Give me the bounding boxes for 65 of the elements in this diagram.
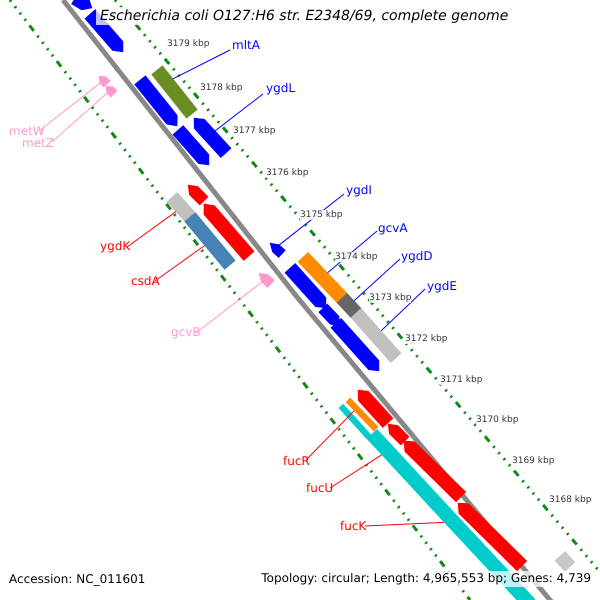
scale-tick-label: 3176 kbp — [266, 168, 308, 178]
gene-block — [106, 86, 118, 98]
gene-block — [166, 192, 196, 222]
gene-block — [134, 75, 178, 126]
scale-tick-label: 3178 kbp — [200, 83, 242, 94]
gene-label: fucR — [283, 455, 310, 469]
scale-tick-label: 3170 kbp — [476, 415, 518, 426]
gene-block — [71, 0, 92, 10]
gene-label: gcvA — [378, 222, 408, 236]
leader-line — [380, 288, 426, 332]
gene-block — [330, 318, 380, 372]
gene-block — [338, 404, 372, 440]
gene-block — [194, 118, 232, 158]
gene-block — [284, 263, 326, 308]
leader-line — [38, 82, 100, 132]
leader-line — [364, 522, 445, 526]
gene-block — [388, 424, 410, 446]
scale-tick-label: 3179 kbp — [167, 39, 210, 50]
gene-block — [151, 65, 198, 119]
gene-block — [184, 212, 236, 270]
gene-label: ygdL — [266, 82, 296, 96]
leader-line — [196, 282, 262, 334]
genome-summary: Topology: circular; Length: 4,965,553 bp; Genes: 4,739 — [259, 571, 593, 587]
leader-line — [306, 410, 355, 460]
gene-block — [188, 184, 208, 206]
leader-line — [126, 211, 176, 248]
leader-line — [154, 245, 206, 282]
leader-line — [330, 454, 382, 488]
scale-tick-label: 3175 kbp — [300, 210, 342, 220]
gene-label: csdA — [131, 275, 160, 289]
gene-block — [366, 428, 452, 520]
gene-block — [458, 502, 528, 572]
gene-label: ygdD — [401, 250, 433, 264]
gene-block — [98, 76, 110, 88]
scale-tick-label: 3174 kbp — [335, 252, 378, 262]
gene-label: ygdE — [427, 280, 457, 294]
gene-label: gcvB — [171, 326, 201, 340]
gene-label: fucK — [340, 520, 366, 534]
gene-label: ygdK — [100, 240, 130, 254]
gene-block — [404, 440, 466, 502]
scale-tick-label: 3171 kbp — [440, 375, 482, 386]
gene-label: metW — [9, 125, 45, 139]
scale-tick-label: 3172 kbp — [405, 334, 448, 344]
scale-tick-label: 3168 kbp — [549, 495, 592, 506]
gene-block — [350, 308, 402, 363]
leader-line — [52, 92, 108, 142]
gene-block — [346, 398, 378, 432]
gene-label: fucU — [306, 482, 334, 496]
scale-tick-label: 3173 kbp — [369, 293, 412, 304]
gene-block — [270, 242, 286, 258]
leader-line — [214, 94, 264, 132]
gene-block — [318, 304, 340, 326]
gene-block — [204, 204, 255, 261]
scale-tick-label: 3169 kbp — [512, 456, 554, 466]
gene-label: mltA — [232, 39, 260, 53]
gene-block — [336, 292, 362, 318]
gene-label: metZ — [22, 137, 54, 151]
gene-label: ygdI — [346, 184, 372, 198]
leader-line — [172, 50, 230, 80]
leader-line — [354, 258, 400, 302]
accession-note: Accession: NC_011601 — [9, 573, 146, 587]
gene-block — [358, 390, 394, 428]
scale-tick-label: 3177 kbp — [233, 126, 276, 136]
gene-block — [258, 272, 275, 288]
gene-block — [172, 125, 210, 166]
